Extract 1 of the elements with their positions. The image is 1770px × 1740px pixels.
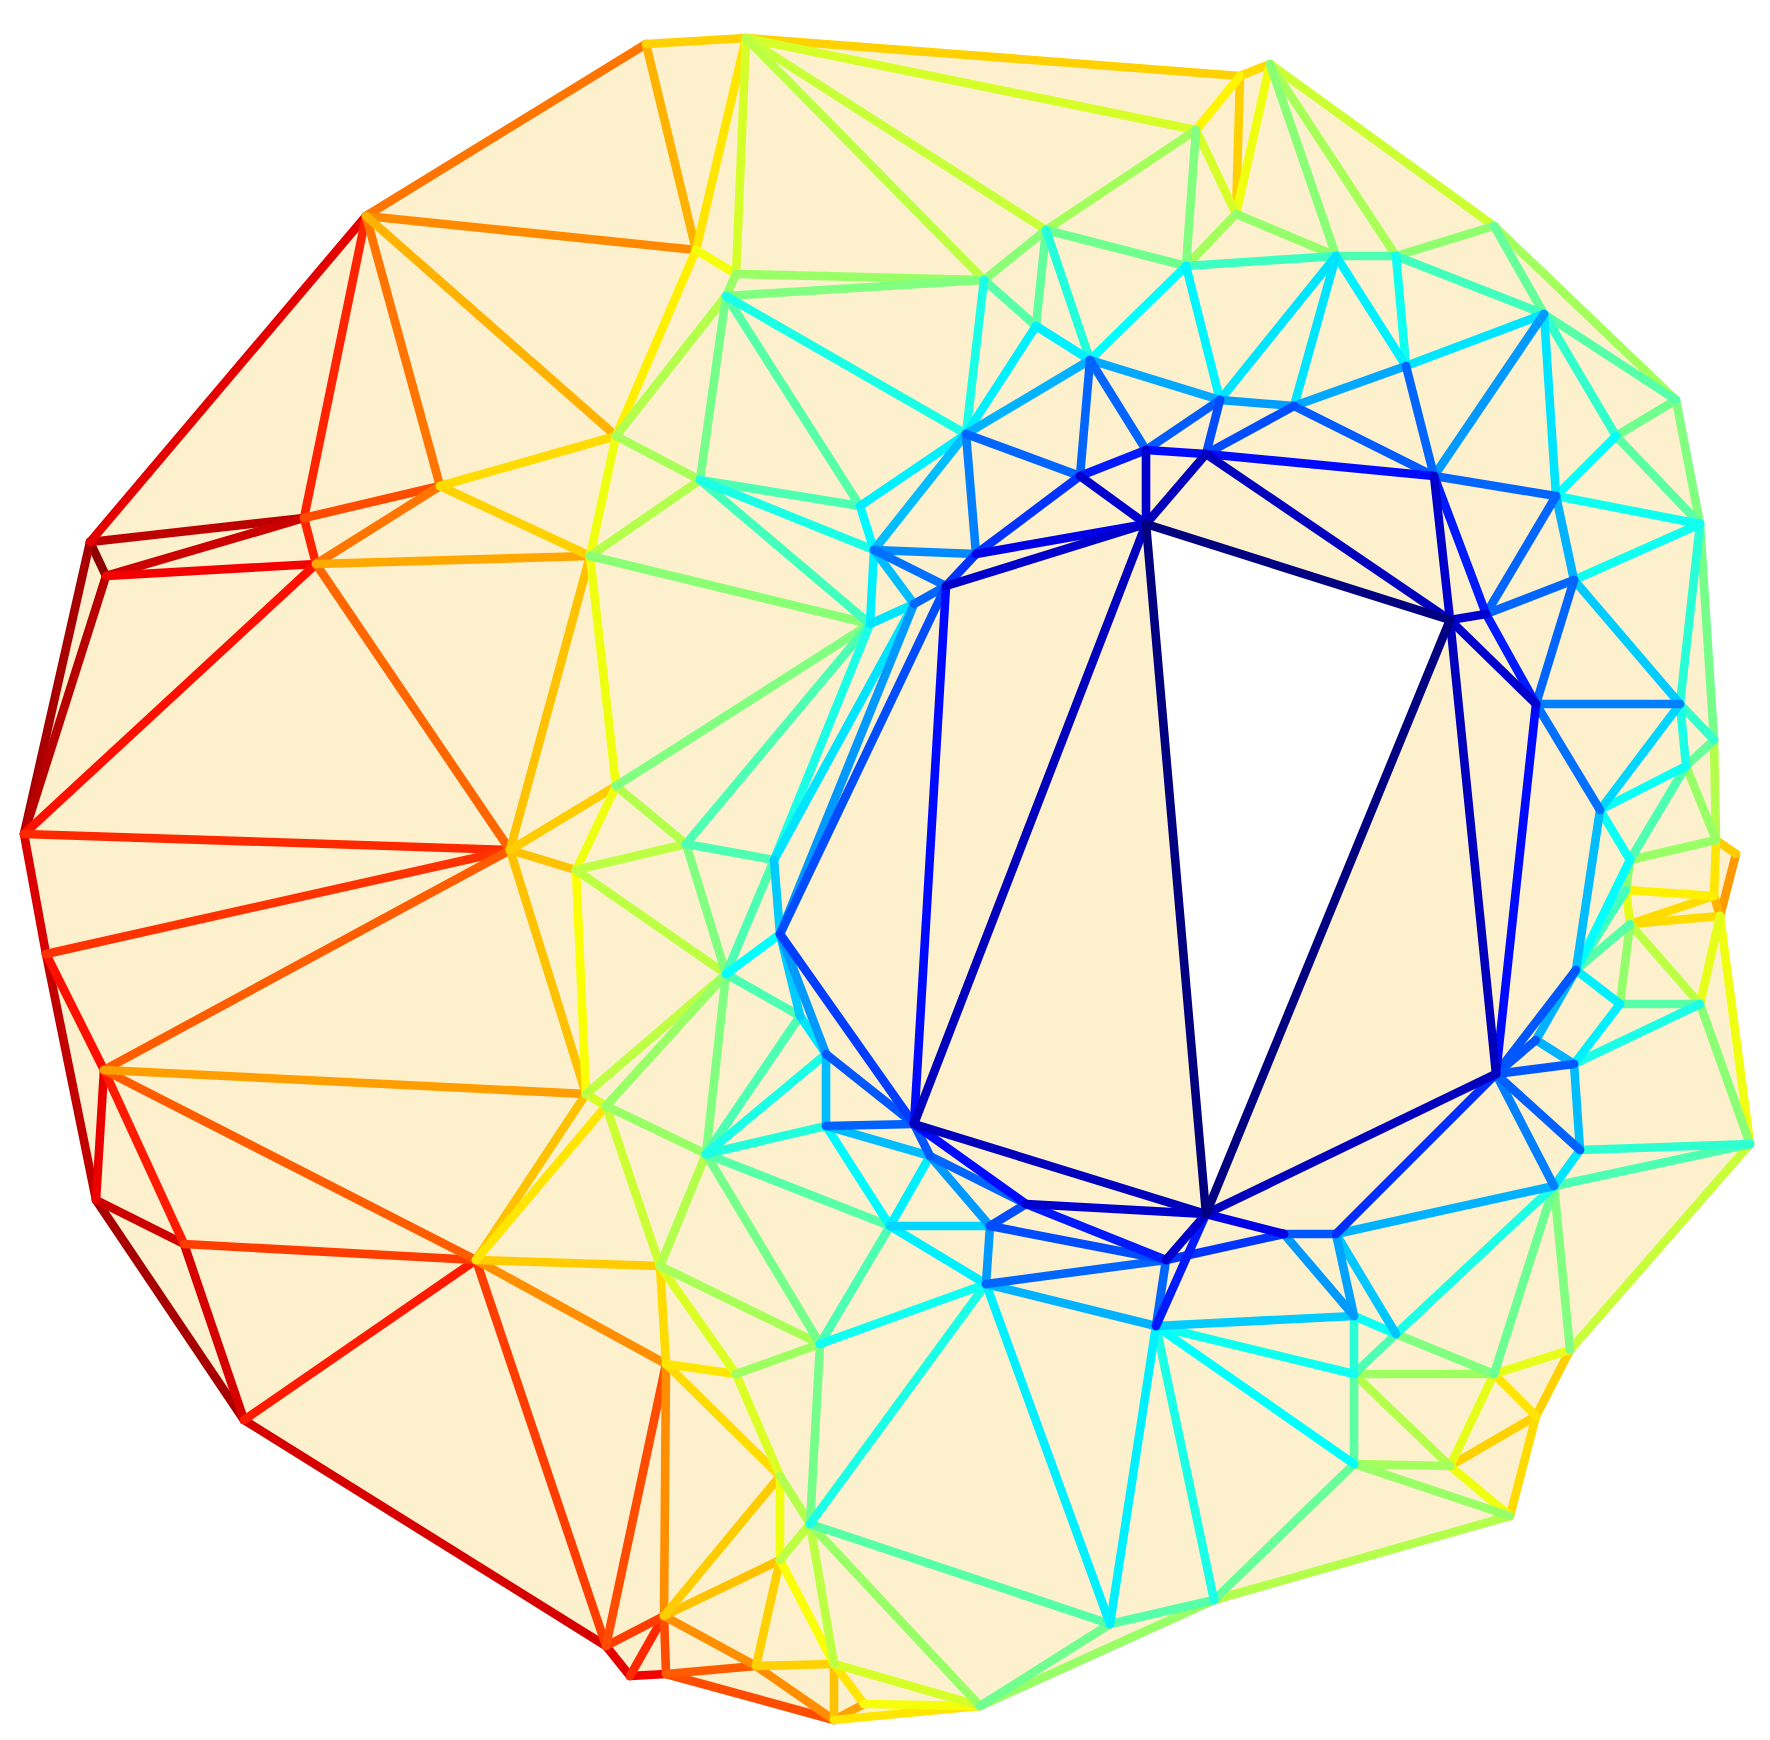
- triangle-mesh: [19, 33, 1755, 1725]
